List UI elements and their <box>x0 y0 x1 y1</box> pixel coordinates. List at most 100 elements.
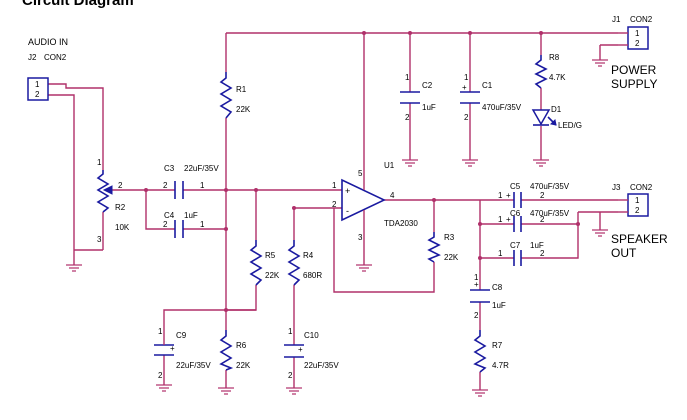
capacitor-c9: + <box>154 340 175 356</box>
svg-text:2: 2 <box>635 39 640 48</box>
connector-j2: 1 2 <box>27 77 49 101</box>
audio-in-label: AUDIO IN <box>28 37 68 47</box>
svg-text:2: 2 <box>474 311 479 320</box>
ground-icon <box>592 229 608 237</box>
opamp-u1: + - <box>341 172 386 227</box>
capacitor-c2 <box>400 91 420 104</box>
junction-dots <box>144 31 580 312</box>
svg-text:+: + <box>506 191 511 200</box>
ground-icon <box>286 387 302 395</box>
power-supply-label: POWER <box>611 63 657 77</box>
svg-text:1: 1 <box>200 220 205 229</box>
svg-text:CON2: CON2 <box>630 15 653 24</box>
svg-text:22K: 22K <box>236 105 251 114</box>
speaker-out-label: SPEAKER <box>611 232 668 246</box>
resistor-r3 <box>427 232 441 263</box>
svg-text:2: 2 <box>540 249 545 258</box>
svg-text:22K: 22K <box>444 253 459 262</box>
svg-text:C7: C7 <box>510 241 521 250</box>
ground-icon <box>356 264 372 272</box>
capacitor-c6: + <box>506 215 522 232</box>
svg-text:C2: C2 <box>422 81 433 90</box>
svg-text:D1: D1 <box>551 105 562 114</box>
capacitor-c4 <box>174 220 184 238</box>
resistor-r4 <box>287 240 301 286</box>
svg-text:2: 2 <box>163 220 168 229</box>
svg-text:22uF/35V: 22uF/35V <box>184 164 219 173</box>
svg-text:C4: C4 <box>164 211 175 220</box>
svg-text:1: 1 <box>635 29 640 38</box>
svg-text:22uF/35V: 22uF/35V <box>176 361 211 370</box>
svg-text:SUPPLY: SUPPLY <box>611 77 657 91</box>
svg-text:+: + <box>474 280 479 289</box>
pin-numbers: 1 2 3 2 1 2 1 1 2 4 5 3 1 2 1 2 1 2 1 2 … <box>97 73 545 380</box>
svg-text:3: 3 <box>97 235 102 244</box>
svg-text:2: 2 <box>158 371 163 380</box>
svg-text:R8: R8 <box>549 53 560 62</box>
svg-text:1: 1 <box>200 181 205 190</box>
svg-text:C10: C10 <box>304 331 319 340</box>
svg-text:J1: J1 <box>612 15 621 24</box>
resistor-r1 <box>219 72 233 119</box>
svg-text:R2: R2 <box>115 203 126 212</box>
svg-text:1: 1 <box>158 327 163 336</box>
svg-text:C9: C9 <box>176 331 187 340</box>
svg-text:2: 2 <box>288 371 293 380</box>
svg-text:U1: U1 <box>384 161 395 170</box>
svg-text:C8: C8 <box>492 283 503 292</box>
ground-icon <box>472 389 488 397</box>
svg-text:1uF: 1uF <box>184 211 198 220</box>
svg-text:22uF/35V: 22uF/35V <box>304 361 339 370</box>
svg-text:+: + <box>506 215 511 224</box>
svg-text:1uF: 1uF <box>530 241 544 250</box>
capacitor-c1: + <box>460 83 480 104</box>
svg-text:+: + <box>345 186 350 196</box>
ground-icon <box>156 384 172 392</box>
capacitor-c5: + <box>506 191 522 208</box>
svg-text:5: 5 <box>358 169 363 178</box>
svg-text:C5: C5 <box>510 182 521 191</box>
capacitor-c7 <box>513 250 522 266</box>
svg-text:+: + <box>298 345 303 354</box>
svg-text:C3: C3 <box>164 164 175 173</box>
svg-text:R7: R7 <box>492 341 503 350</box>
ground-icon <box>592 59 608 67</box>
svg-text:1: 1 <box>97 158 102 167</box>
svg-text:+: + <box>170 344 175 353</box>
resistor-r7 <box>473 330 487 373</box>
svg-text:2: 2 <box>332 200 337 209</box>
svg-text:1: 1 <box>474 273 479 282</box>
potentiometer-r2 <box>96 170 113 213</box>
svg-text:TDA2030: TDA2030 <box>384 219 418 228</box>
svg-text:1: 1 <box>635 196 640 205</box>
wires <box>48 32 618 390</box>
svg-text:1: 1 <box>35 80 40 89</box>
svg-text:1: 1 <box>405 73 410 82</box>
svg-text:1: 1 <box>332 181 337 190</box>
svg-text:680R: 680R <box>303 271 322 280</box>
connector-j1: 1 2 <box>618 26 649 50</box>
svg-text:2: 2 <box>540 191 545 200</box>
svg-text:R5: R5 <box>265 251 276 260</box>
ground-icon <box>218 387 234 395</box>
resistor-r8 <box>534 55 548 89</box>
svg-text:R4: R4 <box>303 251 314 260</box>
svg-text:J3: J3 <box>612 183 621 192</box>
svg-text:1uF: 1uF <box>422 103 436 112</box>
svg-text:22K: 22K <box>265 271 280 280</box>
svg-text:CON2: CON2 <box>630 183 653 192</box>
svg-text:2: 2 <box>163 181 168 190</box>
svg-text:LED/G: LED/G <box>558 121 582 130</box>
svg-text:+: + <box>462 83 467 92</box>
svg-text:1: 1 <box>498 249 503 258</box>
svg-text:R3: R3 <box>444 233 455 242</box>
svg-text:2: 2 <box>35 90 40 99</box>
capacitor-c8: + <box>470 280 490 303</box>
svg-text:470uF/35V: 470uF/35V <box>530 182 570 191</box>
svg-text:4: 4 <box>390 191 395 200</box>
ground-icon <box>462 159 478 167</box>
svg-text:2: 2 <box>405 113 410 122</box>
svg-text:J2: J2 <box>28 53 37 62</box>
svg-text:1: 1 <box>498 215 503 224</box>
